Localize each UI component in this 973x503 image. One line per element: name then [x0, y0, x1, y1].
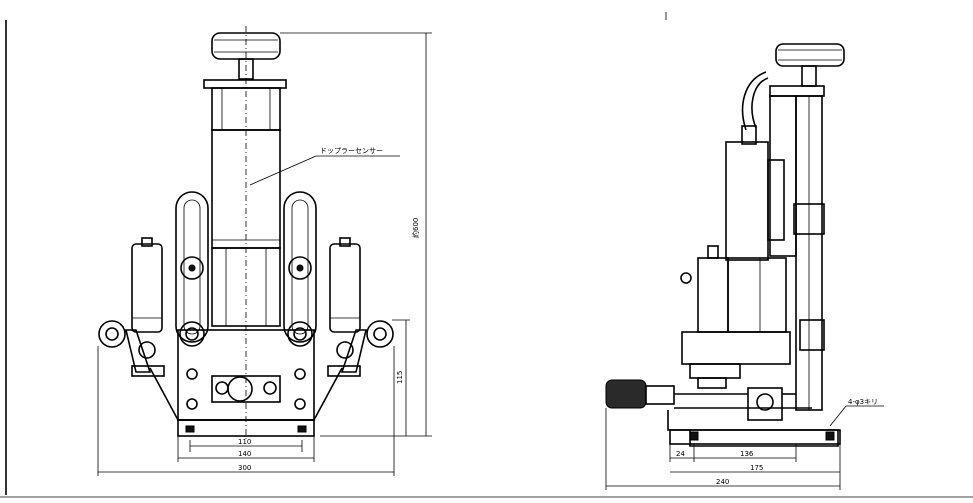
dim-height-base-label: 115: [396, 371, 404, 384]
side-clamp: [747, 387, 783, 421]
center-hole: [227, 376, 253, 402]
dim-width-110-label: 110: [238, 438, 251, 446]
hole-leader: [829, 405, 847, 427]
sensor-label: ドップラーセンサー: [320, 147, 383, 155]
dim-width-300-label: 300: [238, 464, 251, 472]
side-top-plate: [769, 85, 825, 97]
left-roller-cylinder: [131, 243, 163, 333]
side-mid-block: [727, 257, 787, 333]
left-bracket: [124, 329, 152, 373]
side-mid-block-left: [697, 257, 729, 333]
right-slot-arm: [283, 191, 317, 343]
dim-height-total-label: 約600: [411, 218, 420, 238]
sensor-leader: [249, 155, 317, 186]
hole-note: 4-φ3キリ: [848, 398, 878, 406]
dim-240-label: 240: [716, 478, 729, 486]
left-outer-roller: [98, 320, 126, 348]
right-roller-cylinder: [329, 243, 361, 333]
side-base: [667, 410, 839, 447]
dim-136-label: 136: [740, 450, 754, 458]
left-slot-arm: [175, 191, 209, 343]
right-bracket: [340, 329, 368, 373]
right-outer-roller: [366, 320, 394, 348]
right-pad: [327, 365, 361, 377]
sensor-cable: [751, 77, 769, 129]
dim-175-label: 175: [750, 464, 763, 472]
front-base-plate: [177, 419, 315, 437]
front-view: ドップラーセンサー: [97, 26, 432, 476]
dim-width-140-label: 140: [238, 450, 251, 458]
top-plate: [203, 79, 287, 89]
left-pad: [131, 365, 165, 377]
side-sensor-body: [725, 141, 769, 261]
side-view: 4-φ3キリ 24 136 175 240: [605, 43, 884, 490]
side-slide-block: [681, 331, 791, 365]
side-base-plate: [669, 429, 841, 445]
side-top-knob: [775, 43, 845, 67]
side-handle: [605, 379, 647, 409]
dim-24-label: 24: [676, 450, 685, 458]
